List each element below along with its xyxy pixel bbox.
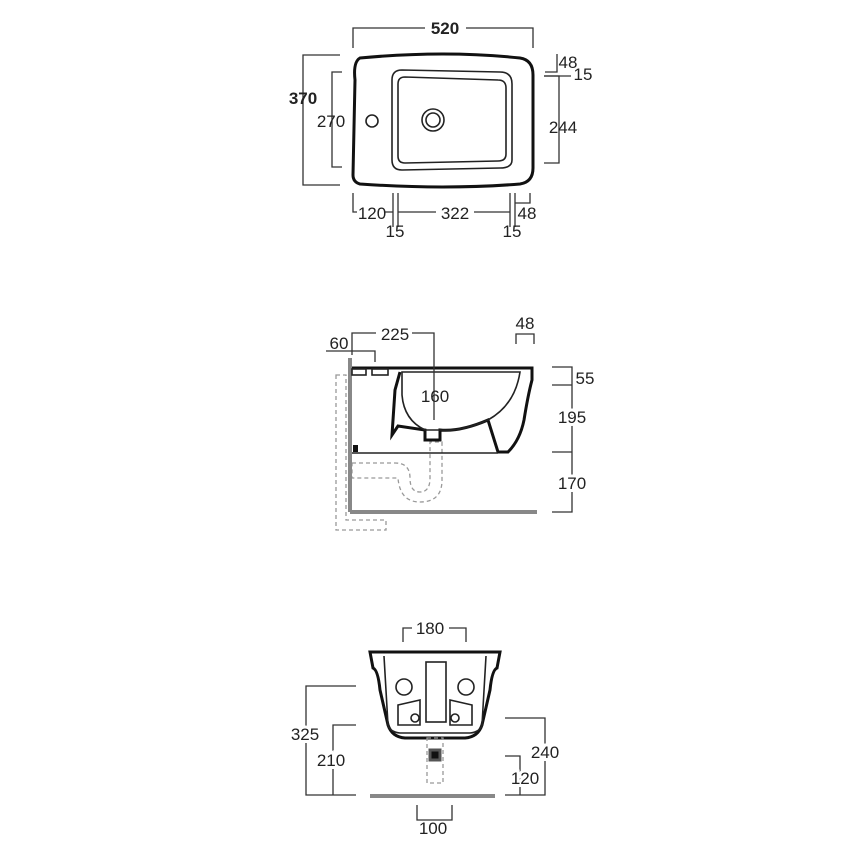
dim-front-fixing-spacing: 180 (416, 619, 444, 638)
dim-tap-offset: 120 (358, 204, 386, 223)
hidden-waste-pipe (426, 737, 444, 784)
dim-overall-height: 325 (291, 725, 319, 744)
valve-left-icon (410, 713, 420, 723)
side-view: 225 60 48 160 55 195 170 (326, 314, 595, 531)
dim-wall-offset: 60 (330, 334, 349, 353)
dim-wall-to-drain: 225 (381, 325, 409, 344)
top-view-basin-inner (397, 76, 507, 164)
side-view-outline (352, 366, 534, 454)
fixing-hole-left-icon (395, 678, 413, 696)
front-view: 180 325 210 240 120 100 (288, 619, 562, 838)
hidden-wall-carrier (335, 374, 387, 531)
fixing-hole-right-icon (457, 678, 475, 696)
dim-front-rim: 48 (518, 204, 537, 223)
dim-side-front-rim: 48 (516, 314, 535, 333)
dim-rim-gap: 15 (574, 65, 593, 84)
drain-icon (421, 108, 445, 132)
dim-overall-width: 520 (431, 19, 459, 38)
dim-overall-depth: 370 (289, 89, 317, 108)
top-view-basin-outer (391, 69, 513, 171)
dim-waste-width: 100 (419, 819, 447, 838)
dim-fixing-right: 15 (503, 222, 522, 241)
dim-waste-height: 120 (511, 769, 539, 788)
dim-fixing-height: 210 (317, 751, 345, 770)
front-view-channel (425, 661, 447, 723)
valve-right-icon (450, 713, 460, 723)
dim-bowl-height: 195 (558, 408, 586, 427)
dim-bowl-depth: 270 (317, 112, 345, 131)
front-view-inner (383, 655, 487, 734)
waste-outlet-icon (428, 748, 442, 762)
front-view-outline (368, 650, 502, 740)
dim-floor-clearance: 170 (558, 474, 586, 493)
dim-side-height: 240 (531, 743, 559, 762)
top-view: 520 370 270 244 48 15 120 322 48 15 15 (289, 19, 593, 241)
dim-fixing-spacing: 322 (441, 204, 469, 223)
tap-hole-icon (365, 114, 379, 128)
dim-fixing-left: 15 (386, 222, 405, 241)
side-view-bowl (401, 371, 521, 432)
dim-inner-depth: 244 (549, 118, 577, 137)
dim-back-rim: 48 (559, 53, 578, 72)
dim-rim-height: 55 (576, 369, 595, 388)
dim-drain-height: 160 (421, 387, 449, 406)
hidden-waste-trap (351, 441, 443, 503)
